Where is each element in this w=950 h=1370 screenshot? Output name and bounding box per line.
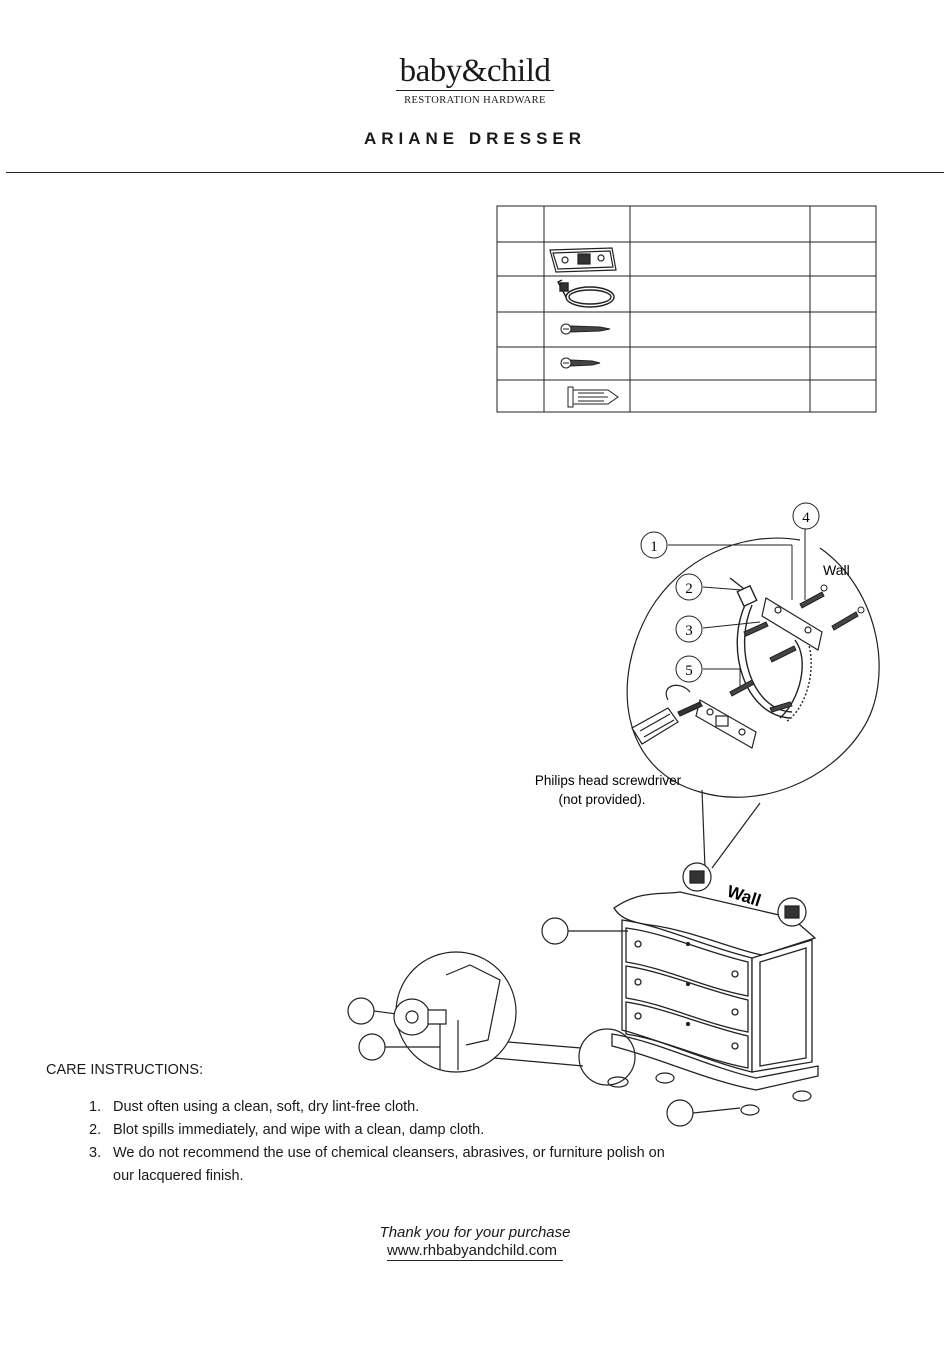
cable-tie-detail-icon xyxy=(729,577,812,723)
long-screw-icon xyxy=(560,323,611,335)
callout-1: 1 xyxy=(640,531,668,559)
screwdriver-label-line2: (not provided). xyxy=(558,792,645,807)
care-item: 3. We do not recommend the use of chemic… xyxy=(89,1142,673,1188)
care-title: CARE INSTRUCTIONS: xyxy=(46,1062,204,1078)
wall-label: Wall xyxy=(823,562,850,578)
callout-2: 2 xyxy=(675,573,703,601)
website-link[interactable]: www.rhbabyandchild.com xyxy=(386,1241,564,1261)
thank-you-note: Thank you for your purchase xyxy=(379,1224,571,1241)
svg-text:1: 1 xyxy=(650,539,658,555)
document-title: ARIANE DRESSER xyxy=(363,129,587,148)
brand-subtitle: RESTORATION HARDWARE xyxy=(404,95,546,106)
screwdriver-label-line1: Philips head screwdriver xyxy=(535,773,682,788)
brand-logo: baby&child RESTORATION HARDWARE xyxy=(0,52,950,106)
callout-4: 4 xyxy=(792,502,820,530)
care-item: 1. Dust often using a clean, soft, dry l… xyxy=(89,1096,673,1119)
header-divider xyxy=(6,172,944,173)
svg-text:5: 5 xyxy=(685,663,693,679)
callout-5: 5 xyxy=(675,655,703,683)
care-item-text: Blot spills immediately, and wipe with a… xyxy=(113,1122,485,1138)
anchor-mark-right xyxy=(777,897,807,927)
footer: Thank you for your purchase www.rhbabyan… xyxy=(0,1224,950,1261)
care-item-number: 1. xyxy=(89,1099,102,1115)
care-item: 2. Blot spills immediately, and wipe wit… xyxy=(89,1119,673,1142)
care-item-number: 2. xyxy=(89,1122,102,1138)
anchor-mark-left xyxy=(682,862,712,892)
screws-detail-icon xyxy=(729,584,865,713)
dresser-illustration xyxy=(611,891,819,1091)
dresser-callouts xyxy=(347,917,741,1127)
parts-table xyxy=(496,205,877,413)
short-screw-icon xyxy=(560,357,601,369)
detail-magnifier xyxy=(626,537,880,869)
wall-bracket-detail-icon xyxy=(695,597,823,749)
svg-text:3: 3 xyxy=(685,623,693,639)
care-instructions: CARE INSTRUCTIONS: 1. Dust often using a… xyxy=(46,1062,673,1188)
brand-name: baby&child xyxy=(395,52,555,91)
callout-lines xyxy=(668,529,806,690)
wall-anchor-icon xyxy=(567,386,619,408)
care-item-text: Dust often using a clean, soft, dry lint… xyxy=(113,1099,420,1115)
svg-text:2: 2 xyxy=(685,581,693,597)
svg-text:4: 4 xyxy=(802,510,810,526)
care-item-number: 3. xyxy=(89,1145,102,1161)
cable-tie-icon xyxy=(557,279,615,308)
callout-3: 3 xyxy=(675,615,703,643)
wall-bracket-icon xyxy=(549,247,617,273)
care-item-text: We do not recommend the use of chemical … xyxy=(113,1145,665,1184)
foot-detail-magnifier xyxy=(393,951,636,1086)
care-list: 1. Dust often using a clean, soft, dry l… xyxy=(89,1096,673,1188)
screwdriver-icon xyxy=(631,684,703,745)
